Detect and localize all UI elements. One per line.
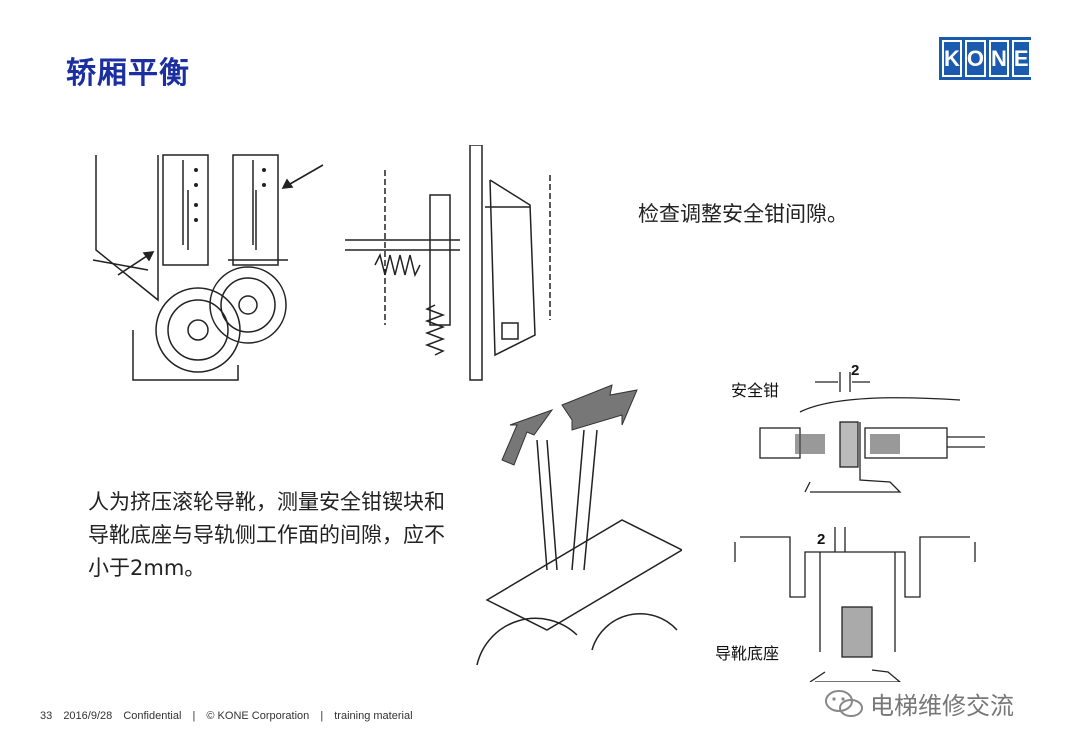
footer-separator: | [320, 710, 324, 722]
roller-guide-drawing [92, 154, 324, 381]
footer-material: training material [334, 710, 413, 722]
page-number: 33 [40, 710, 53, 722]
instruction-press-roller: 人为挤压滚轮导靴，测量安全钳锲块和导靴底座与导轨侧工作面的间隙，应不小于2mm。 [88, 490, 445, 580]
page-title: 轿厢平衡 [66, 56, 190, 91]
watermark: 电梯维修交流 [824, 686, 1014, 721]
footer-date: 2016/9/28 [63, 710, 113, 722]
logo-letter: N [989, 40, 1009, 77]
label-gap-top: 2 [851, 362, 860, 379]
logo-letter: E [1011, 40, 1031, 77]
kone-logo: K O N E [939, 37, 1031, 80]
wechat-icon [825, 689, 863, 717]
spring-mechanism-drawing [345, 145, 551, 381]
label-guide-shoe-base: 导靴底座 [715, 644, 780, 663]
instruction-check-gap: 检查调整安全钳间隙。 [638, 202, 848, 226]
slide-footer: 33 2016/9/28 Confidential | © KONE Corpo… [40, 710, 421, 722]
footer-corporation: © KONE Corporation [206, 710, 310, 722]
footer-confidential: Confidential [123, 710, 182, 722]
footer-separator: | [192, 710, 196, 722]
label-safety-gear: 安全钳 [731, 381, 780, 400]
label-gap-bottom: 2 [817, 531, 826, 548]
logo-letter: K [942, 40, 962, 77]
safety-gear-clearance-drawing [734, 372, 985, 682]
guide-shoe-arrows-drawing [476, 384, 682, 666]
watermark-text: 电梯维修交流 [870, 692, 1014, 720]
logo-letter: O [964, 40, 987, 77]
